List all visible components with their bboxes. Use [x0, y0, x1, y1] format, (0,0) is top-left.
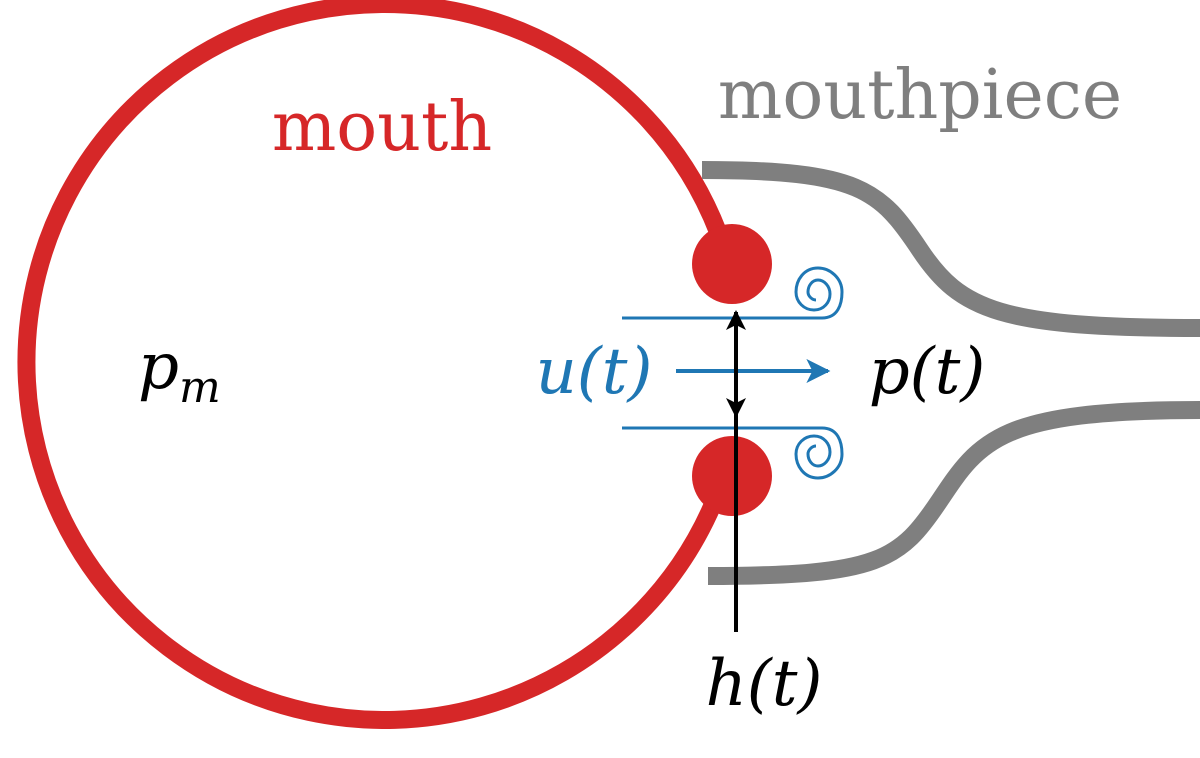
mouth-label: mouth	[272, 88, 492, 167]
mouth-cavity-outline	[17, 0, 727, 729]
mouthpiece-label: mouthpiece	[718, 56, 1122, 135]
flow-label: u(t)	[536, 335, 653, 409]
pressure-label: p(t)	[869, 335, 986, 409]
upper-lip	[692, 224, 772, 304]
mouth-pressure-symbol: p	[138, 330, 179, 404]
lower-lip	[692, 436, 772, 516]
lower-vortex-icon	[794, 426, 844, 480]
upper-vortex-icon	[794, 266, 844, 320]
mouthpiece-lower-wall	[707, 401, 1200, 585]
opening-label: h(t)	[706, 647, 823, 721]
mouthpiece-upper-wall	[701, 161, 1200, 337]
mouth-pressure-subscript: m	[179, 362, 221, 413]
mouth-pressure-label: pm	[138, 330, 221, 413]
